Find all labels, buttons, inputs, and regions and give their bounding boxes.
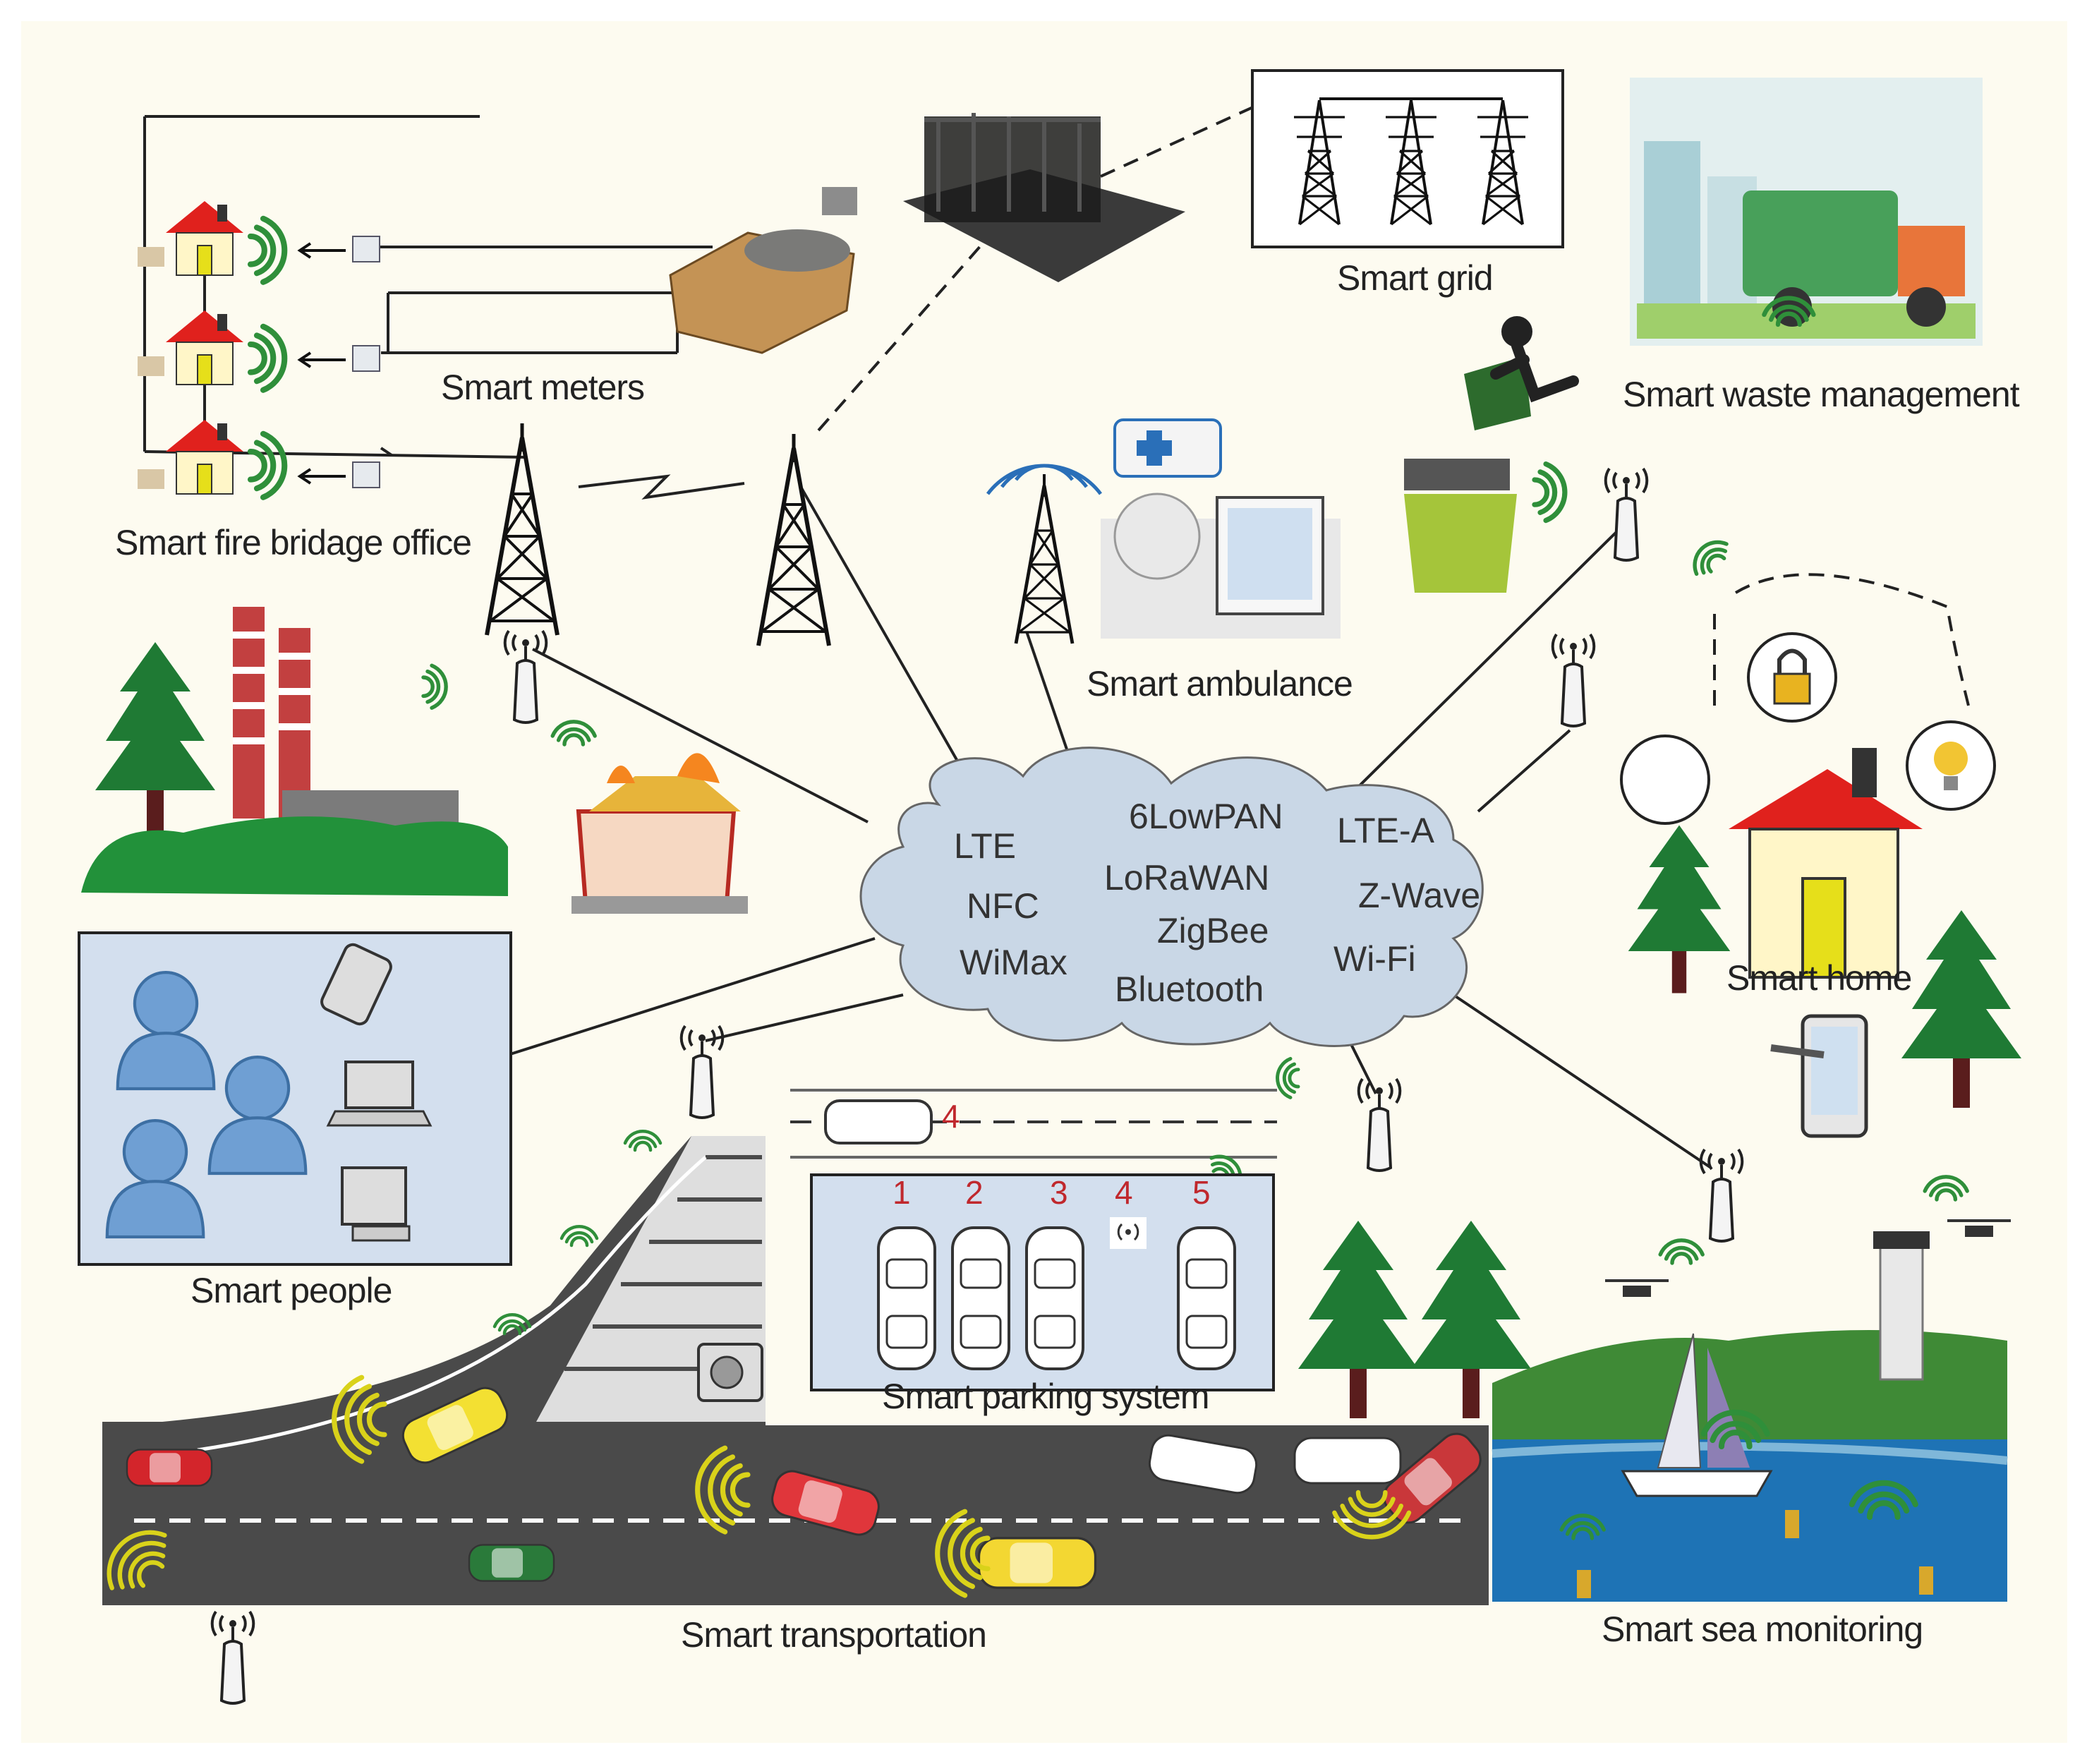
protocol-lte: LTE <box>954 826 1016 866</box>
protocol-bluetooth: Bluetooth <box>1115 969 1264 1009</box>
protocol-wi-fi: Wi-Fi <box>1333 939 1416 979</box>
smart-people-panel <box>78 931 512 1266</box>
parking-slot-number: 2 <box>965 1174 984 1211</box>
network-links <box>143 115 1712 1169</box>
ambulance-scene <box>986 418 1341 644</box>
label-smart-fire: Smart fire bridage office <box>115 523 472 562</box>
parking-slot-number: 4 <box>1115 1174 1133 1211</box>
protocol-wimax: WiMax <box>960 943 1067 982</box>
factory-icon <box>81 607 508 896</box>
label-smart-sea: Smart sea monitoring <box>1602 1609 1923 1649</box>
road-scene <box>95 1131 1489 1605</box>
label-smart-people: Smart people <box>190 1271 392 1310</box>
smart-grid-box <box>1251 69 1564 248</box>
protocol-lte-a: LTE-A <box>1337 811 1434 850</box>
protocol-6lowpan: 6LowPAN <box>1129 797 1283 836</box>
parking-lot <box>810 1173 1275 1391</box>
parking-slot-number: 1 <box>893 1174 911 1211</box>
waste-truck-scene <box>1464 78 1983 430</box>
protocol-zigbee: ZigBee <box>1157 911 1269 950</box>
smart-home-scene <box>1620 534 2021 1138</box>
substation-icon <box>903 113 1185 282</box>
protocol-z-wave: Z-Wave <box>1358 876 1481 915</box>
fire-office-houses <box>138 200 380 497</box>
sea-monitoring-scene <box>1298 1177 2011 1602</box>
protocol-nfc: NFC <box>967 886 1039 926</box>
parking-lanes <box>790 1058 1298 1191</box>
label-smart-meters: Smart meters <box>441 368 645 407</box>
parking-slot-number: 5 <box>1192 1174 1211 1211</box>
meter-building <box>669 187 857 354</box>
parking-lane-number: 4 <box>942 1098 960 1135</box>
label-smart-ambulance: Smart ambulance <box>1087 664 1353 703</box>
recycle-bin-icon <box>1404 459 1565 593</box>
protocol-cloud <box>859 747 1484 1047</box>
label-smart-parking: Smart parking system <box>882 1377 1209 1416</box>
protocol-lorawan: LoRaWAN <box>1104 858 1270 898</box>
label-smart-waste: Smart waste management <box>1623 375 2020 414</box>
label-smart-home: Smart home <box>1726 958 1912 998</box>
fire-house-icon <box>423 665 748 914</box>
label-smart-grid: Smart grid <box>1337 258 1494 298</box>
parking-slot-number: 3 <box>1050 1174 1068 1211</box>
label-smart-transport: Smart transportation <box>681 1615 987 1655</box>
